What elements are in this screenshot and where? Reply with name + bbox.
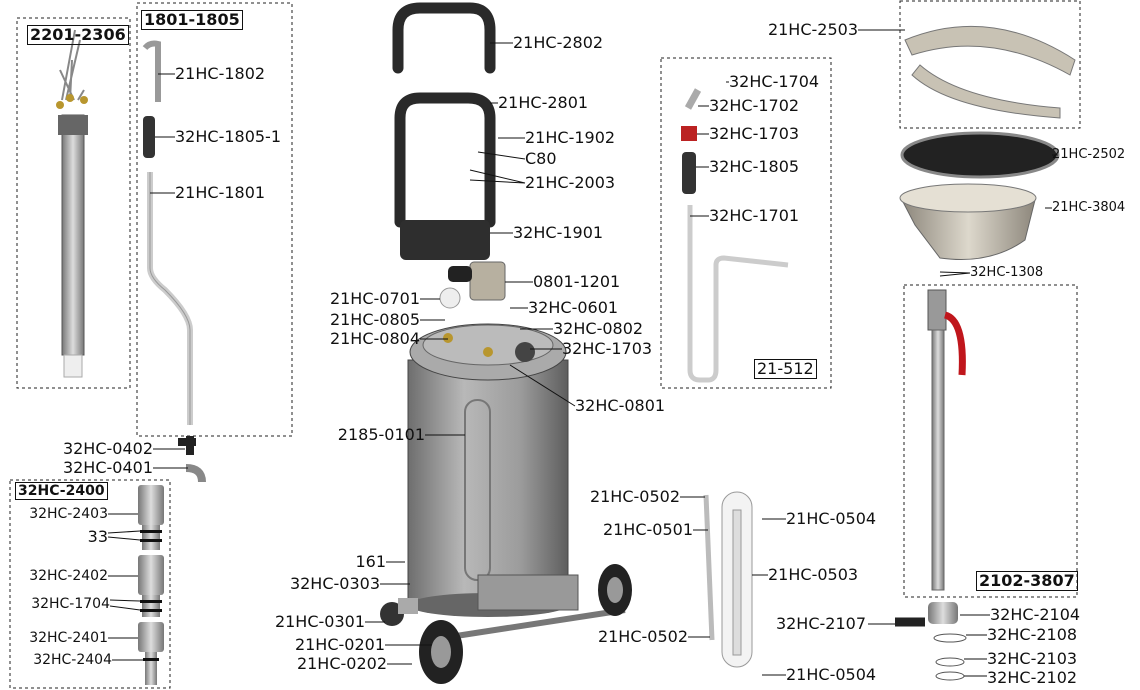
- part-label: 21HC-0701: [329, 289, 420, 308]
- part-label: 32HC-0401: [62, 458, 153, 477]
- part-label: 32HC-2402: [29, 568, 108, 584]
- part-label: 32HC-0601: [528, 298, 619, 317]
- group-box-2201: [16, 17, 131, 389]
- leader-lines: [107, 29, 1058, 677]
- wheels: [380, 564, 632, 684]
- funnel-parts: [899, 25, 1076, 261]
- group-label-2201-2306: 2201-2306: [27, 25, 129, 45]
- part-label: 32HC-1805-1: [175, 127, 282, 146]
- part-label: 161: [355, 552, 386, 571]
- part-label: 32HC-2404: [33, 652, 112, 668]
- group-label-32hc-2400: 32HC-2400: [15, 482, 108, 500]
- part-label: 32HC-2103: [987, 649, 1078, 668]
- part-label: 33: [87, 527, 108, 546]
- part-label: 21HC-0502: [589, 487, 680, 506]
- handle-base: [400, 220, 490, 260]
- coupler-parts: [138, 485, 164, 685]
- group-label-1801-1805: 1801-1805: [141, 10, 243, 30]
- part-label: 21HC-0202: [296, 654, 387, 673]
- group-label-2102-3807: 2102-3807: [976, 571, 1078, 591]
- part-label: 32HC-2403: [29, 506, 108, 522]
- part-label: 32HC-2108: [987, 625, 1078, 644]
- part-label: 21HC-2503: [767, 20, 858, 39]
- part-label: 32HC-0402: [62, 439, 153, 458]
- part-label: 21HC-1902: [525, 128, 616, 147]
- part-label: 32HC-1701: [709, 206, 800, 225]
- part-label: 32HC-0802: [553, 319, 644, 338]
- part-label: 21HC-0805: [329, 310, 420, 329]
- part-label: 32HC-2401: [29, 630, 108, 646]
- group-label-21-512: 21-512: [754, 359, 817, 379]
- part-label: 21HC-2502: [1052, 147, 1126, 162]
- part-label: 21HC-0504: [786, 509, 877, 528]
- group-box-2102: [903, 284, 1078, 598]
- pump-head: [469, 261, 506, 301]
- part-label: 32HC-1704: [31, 596, 110, 612]
- part-label: 21HC-3804: [1052, 200, 1126, 215]
- part-label: 32HC-1702: [709, 96, 800, 115]
- part-label: 21HC-2802: [513, 33, 604, 52]
- part-label: 32HC-1703: [562, 339, 653, 358]
- part-label: 21HC-2801: [498, 93, 589, 112]
- part-label: 32HC-1805: [709, 157, 800, 176]
- part-label: 21HC-0502: [597, 627, 688, 646]
- part-label: 2185-0101: [337, 425, 425, 444]
- part-label: 21HC-1802: [175, 64, 266, 83]
- tube-21-512: [681, 88, 789, 383]
- part-label: 21HC-2003: [525, 173, 616, 192]
- group-box-2400: [9, 479, 171, 689]
- part-label: 21HC-1801: [175, 183, 266, 202]
- part-label: 21HC-0504: [786, 665, 877, 684]
- part-label: 32HC-1308: [970, 265, 1044, 280]
- level-gauge: [703, 491, 753, 668]
- part-label: 32HC-1901: [513, 223, 604, 242]
- part-label: 32HC-2104: [990, 605, 1081, 624]
- drain-valve: [895, 289, 967, 681]
- tank: [407, 323, 626, 643]
- part-label: 32HC-2102: [987, 668, 1078, 687]
- part-label: 21HC-0804: [329, 329, 420, 348]
- part-label: C80: [525, 149, 557, 168]
- group-boxes: [9, 0, 1081, 689]
- probe-assembly: [56, 29, 88, 378]
- part-label: 32HC-0801: [575, 396, 666, 415]
- group-box-21-512: [660, 57, 832, 389]
- part-label: 32HC-2107: [775, 614, 866, 633]
- part-label: 32HC-1703: [709, 124, 800, 143]
- part-label: 21HC-0501: [602, 520, 693, 539]
- part-label: 21HC-0301: [274, 612, 365, 631]
- group-box-2503: [899, 0, 1081, 129]
- part-label: 21HC-0503: [768, 565, 859, 584]
- part-label: 21HC-0201: [294, 635, 385, 654]
- part-label: 32HC-1704: [729, 72, 820, 91]
- part-label: 32HC-0303: [289, 574, 380, 593]
- handles: [392, 2, 496, 228]
- tube-assembly: [142, 40, 206, 483]
- part-label: 0801-1201: [533, 272, 621, 291]
